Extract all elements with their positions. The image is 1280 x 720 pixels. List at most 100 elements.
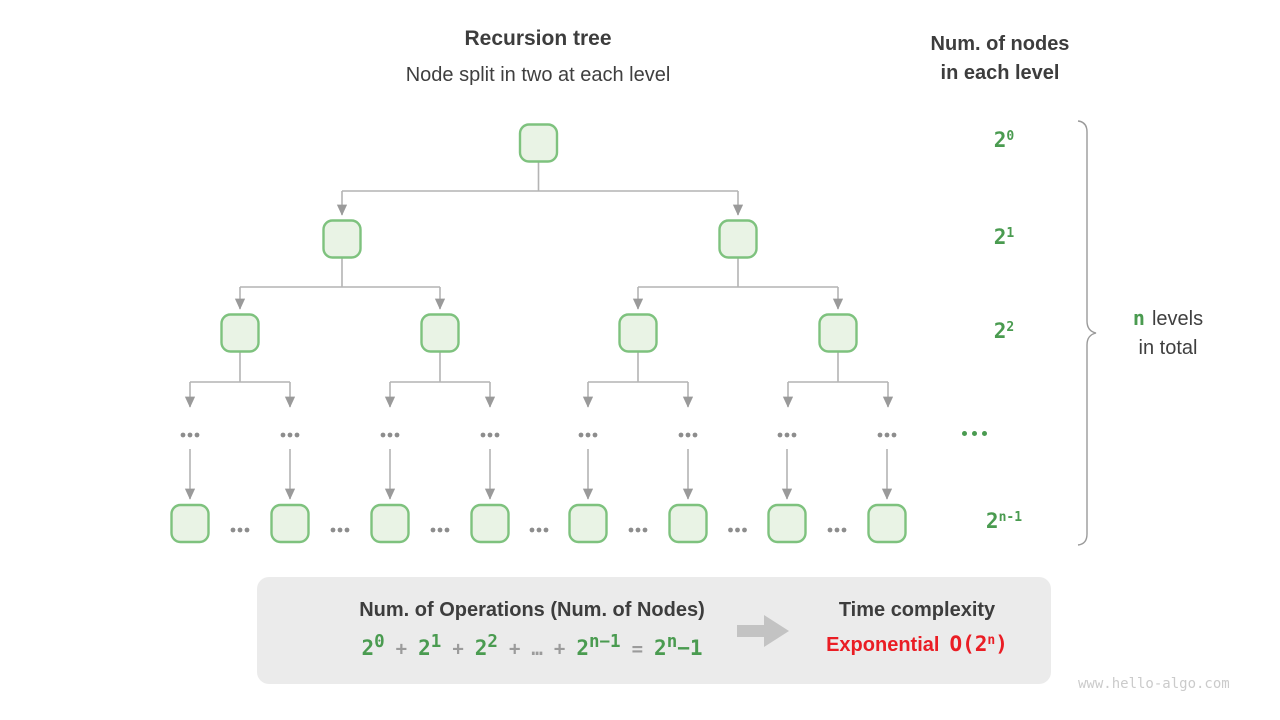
leaf-separator-dots xyxy=(827,527,833,533)
page-subtitle: Node split in two at each level xyxy=(405,64,671,86)
leaf-separator-dots xyxy=(237,527,243,533)
leaf-separator-dots xyxy=(642,527,648,533)
leaf-separator-dots xyxy=(834,527,840,533)
tree-node xyxy=(170,503,210,544)
formula-ellipsis: … xyxy=(531,638,543,660)
ellipsis-dots xyxy=(387,432,393,438)
leaf-separator-dots xyxy=(735,527,740,533)
levels-word: levels xyxy=(1151,308,1204,330)
tree-node xyxy=(370,503,410,544)
leaf-separator-dots xyxy=(728,527,733,533)
ellipsis-dots xyxy=(380,432,386,438)
level-label-0: 20 xyxy=(993,128,1015,152)
time-complexity-title: Time complexity xyxy=(838,599,996,621)
tree-connector xyxy=(788,351,888,383)
tree-node xyxy=(767,503,807,544)
tree-connector xyxy=(588,351,688,383)
formula-term: 22 xyxy=(474,632,498,660)
tree-node xyxy=(668,503,708,544)
complexity-notation: O(2n) xyxy=(949,632,1008,656)
tree-node xyxy=(322,219,362,259)
formula-equals: = xyxy=(631,638,644,660)
tree-node xyxy=(818,313,858,353)
formula-operator: + xyxy=(395,638,408,660)
level-label-1: 21 xyxy=(993,225,1015,249)
right-column-header: Num. of nodes in each level xyxy=(890,30,1110,88)
ellipsis-dots xyxy=(194,432,200,438)
leaf-separator-dots xyxy=(841,527,847,533)
leaf-separator-dots xyxy=(529,527,535,533)
leaf-separator-dots xyxy=(330,527,336,533)
ellipsis-dots xyxy=(480,432,486,438)
leaf-separator-dots xyxy=(543,527,549,533)
right-header-line2: in each level xyxy=(940,62,1060,84)
in-total-word: in total xyxy=(1138,337,1198,359)
level-label-ellipsis xyxy=(962,417,1046,449)
operations-formula: 20 + 21 + 22 + … + 2n−1 = 2n−1 xyxy=(287,632,777,660)
ellipsis-dots xyxy=(877,432,883,438)
tree-connector xyxy=(240,257,440,288)
ellipsis-dots xyxy=(494,432,500,438)
formula-term: 20 xyxy=(361,632,385,660)
ellipsis-dots xyxy=(891,432,897,438)
ellipsis-dots xyxy=(280,432,286,438)
ellipsis-dots xyxy=(585,432,591,438)
ellipsis-dots xyxy=(294,432,300,438)
ellipsis-dots xyxy=(692,432,698,438)
page-title: Recursion tree xyxy=(464,27,612,50)
leaf-separator-dots xyxy=(344,527,350,533)
operations-title: Num. of Operations (Num. of Nodes) xyxy=(359,599,705,621)
ellipsis-dots xyxy=(287,432,293,438)
complexity-value: Exponential O(2n) xyxy=(797,632,1037,657)
ellipsis-dots xyxy=(777,432,783,438)
ellipsis-dots xyxy=(884,432,890,438)
leaf-separator-dots xyxy=(437,527,443,533)
ellipsis-dots-icon xyxy=(962,417,987,449)
tree-connector xyxy=(342,161,738,192)
ellipsis-dots xyxy=(678,432,684,438)
tree-node xyxy=(718,219,758,259)
tree-node xyxy=(270,503,310,544)
watermark: www.hello-algo.com xyxy=(1078,676,1230,692)
formula-term: 21 xyxy=(418,632,442,660)
leaf-separator-dots xyxy=(444,527,450,533)
ellipsis-dots xyxy=(578,432,584,438)
leaf-separator-dots xyxy=(244,527,250,533)
brace xyxy=(1077,120,1097,546)
tree-node xyxy=(470,503,510,544)
right-header-line1: Num. of nodes xyxy=(930,33,1070,55)
leaf-separator-dots xyxy=(635,527,641,533)
formula-operator: + xyxy=(508,638,521,660)
leaf-separator-dots xyxy=(742,527,747,533)
tree-connector xyxy=(190,351,290,383)
ellipsis-dots xyxy=(791,432,797,438)
ellipsis-dots xyxy=(685,432,691,438)
ellipsis-dots xyxy=(394,432,400,438)
tree-connector xyxy=(638,257,838,288)
formula-operator: + xyxy=(452,638,464,660)
level-label-2: 22 xyxy=(993,319,1015,343)
complexity-word: Exponential xyxy=(826,634,940,656)
leaf-separator-dots xyxy=(628,527,634,533)
level-label-last: 2n-1 xyxy=(985,509,1023,533)
leaf-separator-dots xyxy=(337,527,343,533)
leaf-separator-dots xyxy=(536,527,542,533)
tree-node xyxy=(618,313,658,353)
right-arrow-icon xyxy=(737,615,789,647)
leaf-separator-dots xyxy=(230,527,236,533)
tree-node xyxy=(518,123,559,163)
formula-result: 2n−1 xyxy=(654,632,703,660)
tree-node xyxy=(420,313,460,353)
ellipsis-dots xyxy=(187,432,193,438)
tree-node xyxy=(568,503,608,544)
formula-operator: + xyxy=(553,638,566,660)
summary-box: Num. of Operations (Num. of Nodes) 20 + … xyxy=(257,577,1051,684)
leaf-separator-dots xyxy=(430,527,436,533)
formula-term: 2n−1 xyxy=(576,632,621,660)
tree-connector xyxy=(390,351,490,383)
ellipsis-dots xyxy=(784,432,790,438)
n-symbol: n xyxy=(1132,306,1145,330)
ellipsis-dots xyxy=(180,432,186,438)
